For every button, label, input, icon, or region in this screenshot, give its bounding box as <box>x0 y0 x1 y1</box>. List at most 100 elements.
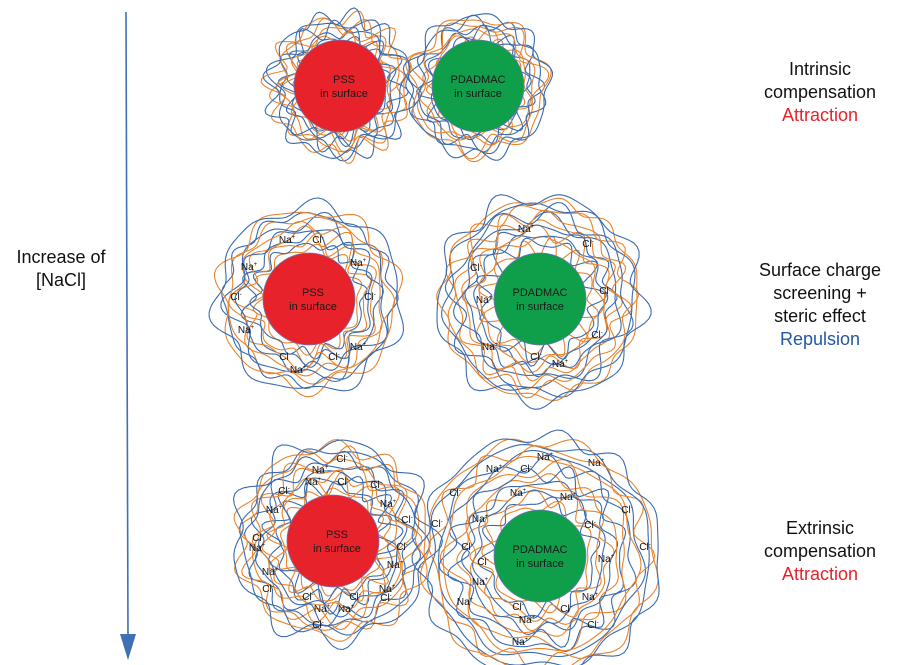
chloride-ion: Cl- <box>262 584 273 595</box>
chloride-ion: Cl- <box>584 520 595 531</box>
polymer-chain <box>265 19 411 162</box>
chloride-ion: Cl- <box>401 515 412 526</box>
axis-label-line2: [NaCl] <box>35 270 86 290</box>
sodium-ion: Na+ <box>486 464 503 475</box>
chloride-ion: Cl- <box>337 477 348 488</box>
pss-core-row2 <box>262 252 356 346</box>
sodium-ion: Na+ <box>379 584 396 595</box>
chloride-ion: Cl- <box>328 352 339 363</box>
chloride-ion: Cl- <box>312 235 323 246</box>
polymer-chain <box>419 438 659 665</box>
sodium-ion: Na+ <box>552 359 569 370</box>
in-surface-label-row3: in surface <box>313 543 361 555</box>
polymer-chain <box>240 230 373 368</box>
chloride-ion: Cl- <box>252 533 263 544</box>
chloride-ion: Cl- <box>461 542 472 553</box>
sodium-ion: Na+ <box>338 604 355 615</box>
chloride-ion: Cl- <box>587 620 598 631</box>
polymer-chain <box>438 454 637 652</box>
sodium-ion: Na+ <box>560 492 577 503</box>
sodium-ion: Na+ <box>518 224 535 235</box>
polymer-chain <box>454 209 633 390</box>
chloride-ion: Cl- <box>302 592 313 603</box>
polymer-chain <box>427 444 650 665</box>
polymer-chain <box>441 202 636 398</box>
arrow-head <box>120 634 136 660</box>
polymer-chain <box>438 450 647 658</box>
polymer-chain <box>407 14 547 155</box>
sodium-ion: Na+ <box>472 514 489 525</box>
nacl-arrow <box>120 11 136 660</box>
chloride-ion: Cl- <box>364 292 375 303</box>
polymer-chain <box>461 219 623 382</box>
chain-shell-row3-left <box>232 438 443 651</box>
sodium-ion: Na+ <box>279 235 296 246</box>
pdadmac-label-row1: PDADMAC <box>450 74 505 86</box>
polymer-chain <box>208 197 405 392</box>
polymer-chain <box>233 438 428 642</box>
chloride-ion: Cl- <box>370 480 381 491</box>
pdadmac-core-row1 <box>431 39 525 133</box>
row1-label: Intrinsic compensation Attraction <box>740 58 900 127</box>
row3-label-line1: Extrinsic <box>785 518 854 538</box>
polymer-chain <box>214 211 404 398</box>
polymer-chain <box>442 455 642 653</box>
polymer-chain <box>456 473 619 637</box>
chloride-ion: Cl- <box>312 620 323 631</box>
sodium-ion: Na+ <box>537 452 554 463</box>
sodium-ion: Na+ <box>387 560 404 571</box>
chloride-ion: Cl- <box>380 593 391 604</box>
polymer-chain <box>250 462 418 627</box>
row2-label: Surface charge screening + steric effect… <box>740 259 900 351</box>
sodium-ion: Na+ <box>457 597 474 608</box>
axis-label-line1: Increase of <box>16 247 106 267</box>
row2-label-line2: screening + <box>773 283 867 303</box>
row3-label: Extrinsic compensation Attraction <box>740 517 900 586</box>
sodium-ion: Na+ <box>305 477 322 488</box>
chloride-ion: Cl- <box>449 488 460 499</box>
polymer-chain <box>478 236 599 358</box>
polymer-chain <box>409 22 550 160</box>
chloride-ion: Cl- <box>336 454 347 465</box>
sodium-ion: Na+ <box>290 365 307 376</box>
sodium-ion: Na+ <box>510 488 527 499</box>
polymer-chain <box>439 459 627 652</box>
polymer-chain <box>239 448 431 636</box>
chloride-ion: Cl- <box>477 557 488 568</box>
polymer-chain <box>249 242 368 360</box>
chloride-ion: Cl- <box>520 464 531 475</box>
pss-label-row2: PSS <box>302 287 324 299</box>
sodium-ion: Na+ <box>588 458 605 469</box>
polymer-chain <box>280 487 389 597</box>
polymer-chain <box>461 480 619 635</box>
pss-label-row1: PSS <box>333 74 355 86</box>
polymer-chain <box>250 458 423 631</box>
polymer-chain <box>405 19 552 163</box>
row2-interaction: Repulsion <box>779 329 861 349</box>
chloride-ion: Cl- <box>230 292 241 303</box>
row1-label-line2: compensation <box>763 82 877 102</box>
sodium-ion: Na+ <box>472 577 489 588</box>
polymer-chain <box>444 201 634 389</box>
row2-label-line3: steric effect <box>774 306 866 326</box>
sodium-ion: Na+ <box>314 604 331 615</box>
sodium-ion: Na+ <box>262 567 279 578</box>
chloride-ion: Cl- <box>599 286 610 297</box>
pss-core-row1 <box>293 39 387 133</box>
chloride-ion: Cl- <box>512 602 523 613</box>
pss-label-row3: PSS <box>326 529 348 541</box>
polymer-chain <box>464 224 618 377</box>
chloride-ion: Cl- <box>591 330 602 341</box>
polymer-chain <box>445 205 640 399</box>
polymer-chain <box>258 470 408 618</box>
chloride-ion: Cl- <box>639 542 650 553</box>
polymer-chain <box>428 445 656 665</box>
sodium-ion: Na+ <box>350 342 367 353</box>
sodium-ion: Na+ <box>249 543 266 554</box>
sodium-ion: Na+ <box>380 499 397 510</box>
in-surface-label-row2: in surface <box>289 301 337 313</box>
sodium-ion: Na+ <box>350 258 367 269</box>
polymer-chain <box>232 439 443 651</box>
